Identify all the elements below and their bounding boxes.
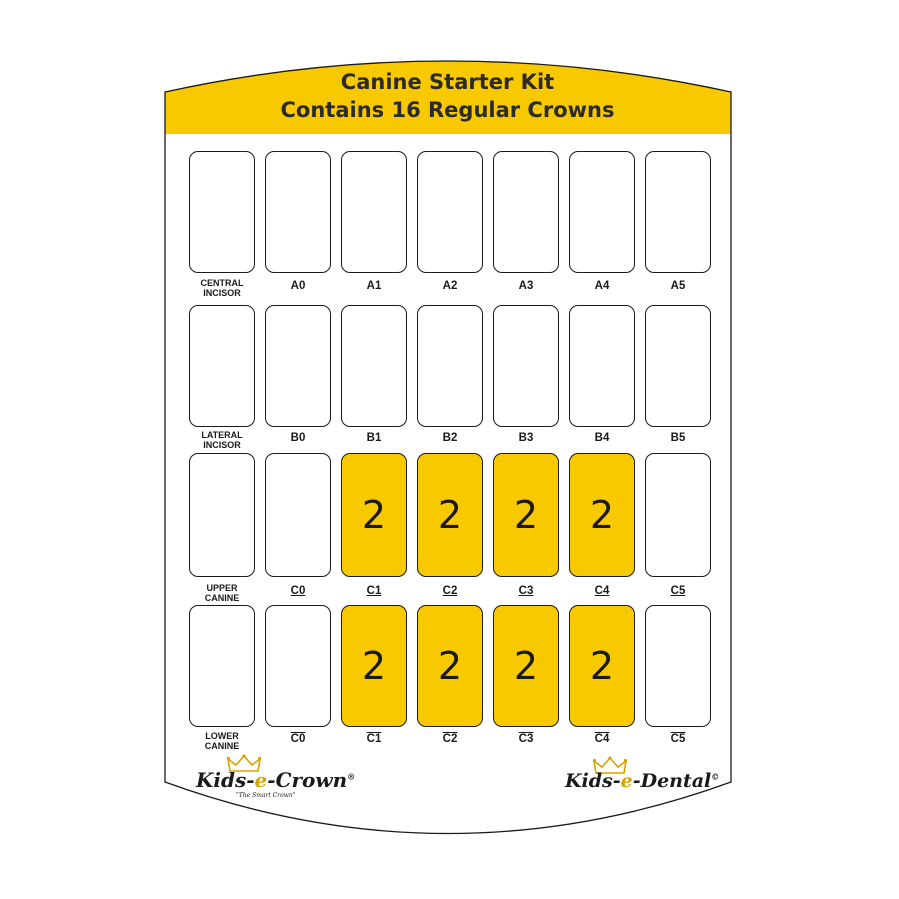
slot-label: C1 — [366, 585, 382, 597]
crown-slot-b4 — [569, 305, 635, 427]
crown-slot-b2 — [417, 305, 483, 427]
crown-slot-c5 — [645, 605, 711, 727]
row-name-line-1: LATERAL — [201, 430, 243, 440]
slot-label: C0 — [290, 733, 306, 745]
crown-slot-a3 — [493, 151, 559, 273]
slot-label: C1 — [366, 733, 382, 745]
title-line-2: Contains 16 Regular Crowns — [280, 98, 615, 122]
crown-slot-c2: 2 — [417, 453, 483, 577]
slot-label: B1 — [366, 432, 382, 444]
slot-quantity: 2 — [437, 493, 463, 537]
crown-icon — [227, 754, 261, 772]
crown-slot-b5 — [645, 305, 711, 427]
title-line-1: Canine Starter Kit — [340, 70, 555, 94]
slot-label: A0 — [290, 280, 306, 292]
slot-label: B2 — [442, 432, 458, 444]
crown-slot-a4 — [569, 151, 635, 273]
crown-slot-c3: 2 — [493, 453, 559, 577]
slot-label: C0 — [290, 585, 306, 597]
slot-quantity: 2 — [361, 493, 387, 537]
slot-label: B3 — [518, 432, 534, 444]
slot-quantity: 2 — [513, 493, 539, 537]
crown-slot-c2: 2 — [417, 605, 483, 727]
row-name-line-2: CANINE — [204, 593, 240, 603]
slot-label: C5 — [670, 733, 686, 745]
slot-quantity: 2 — [437, 644, 463, 688]
slot-label: C2 — [442, 585, 458, 597]
row-name-line-2: INCISOR — [203, 440, 241, 450]
row-name-cell — [189, 453, 255, 577]
crown-slot-b0 — [265, 305, 331, 427]
crown-slot-c1: 2 — [341, 605, 407, 727]
crown-slot-c5 — [645, 453, 711, 577]
slot-label: C4 — [594, 733, 610, 745]
slot-quantity: 2 — [589, 644, 615, 688]
crown-slot-c0 — [265, 453, 331, 577]
crown-slot-b3 — [493, 305, 559, 427]
slot-quantity: 2 — [361, 644, 387, 688]
row-name-line-2: CANINE — [204, 741, 240, 751]
kids-e-crown-logo: Kids-e-Crown® — [196, 768, 356, 792]
kids-e-dental-logo: Kids-e-Dental© — [565, 770, 720, 792]
slot-label: C4 — [594, 585, 610, 597]
crown-slot-c0 — [265, 605, 331, 727]
slot-label: B5 — [670, 432, 686, 444]
page-title: Canine Starter Kit Contains 16 Regular C… — [165, 68, 730, 124]
crown-slot-c4: 2 — [569, 453, 635, 577]
slot-label: B4 — [594, 432, 610, 444]
crown-slot-b1 — [341, 305, 407, 427]
crown-slot-c1: 2 — [341, 453, 407, 577]
slot-label: A2 — [442, 280, 458, 292]
row-name-line-1: LOWER — [205, 731, 239, 741]
slot-label: C5 — [670, 585, 686, 597]
slot-label: B0 — [290, 432, 306, 444]
slot-label: C3 — [518, 585, 534, 597]
crown-slot-a2 — [417, 151, 483, 273]
slot-label: A3 — [518, 280, 534, 292]
crown-slot-c4: 2 — [569, 605, 635, 727]
slot-label: C3 — [518, 733, 534, 745]
slot-label: A1 — [366, 280, 382, 292]
row-name-cell — [189, 605, 255, 727]
row-name-line-1: CENTRAL — [200, 278, 244, 288]
crown-slot-a5 — [645, 151, 711, 273]
crown-slot-c3: 2 — [493, 605, 559, 727]
crown-icon — [593, 756, 627, 774]
slot-label: C2 — [442, 733, 458, 745]
row-name-cell — [189, 151, 255, 273]
row-name-line-1: UPPER — [206, 583, 238, 593]
row-name-cell — [189, 305, 255, 427]
crown-slot-a0 — [265, 151, 331, 273]
slot-label: A4 — [594, 280, 610, 292]
logo-tagline: "The Smart Crown" — [236, 792, 296, 799]
crown-slot-a1 — [341, 151, 407, 273]
row-name-line-2: INCISOR — [203, 288, 241, 298]
slot-label: A5 — [670, 280, 686, 292]
slot-quantity: 2 — [513, 644, 539, 688]
slot-quantity: 2 — [589, 493, 615, 537]
